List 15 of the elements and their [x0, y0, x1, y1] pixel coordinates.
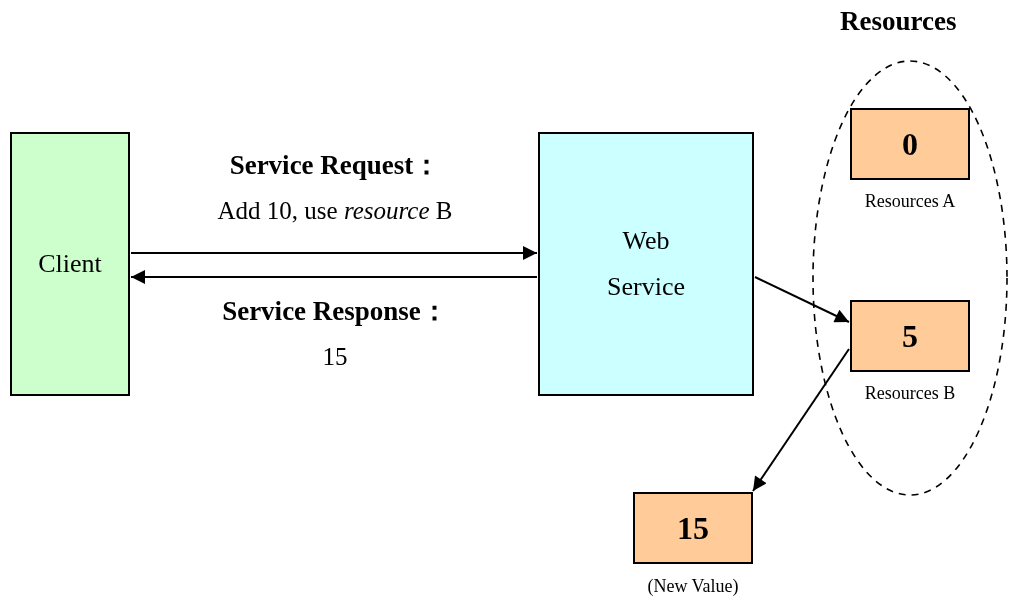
arrow	[754, 276, 850, 323]
value-box: 0	[850, 108, 970, 180]
service-box: Web Service	[538, 132, 754, 396]
node-label: Resources A	[863, 191, 957, 212]
arrow	[752, 348, 850, 492]
node-label: Resources B	[863, 383, 957, 404]
group-title: Resources	[840, 6, 957, 37]
client-box: Client	[10, 132, 130, 396]
node-label: (New Value)	[646, 576, 740, 597]
arrow	[130, 246, 538, 260]
value-box: 5	[850, 300, 970, 372]
arrow	[130, 270, 538, 284]
value-box: 15	[633, 492, 753, 564]
edge-label: Service Request： Add 10, use resource B	[216, 149, 454, 226]
edge-label: Service Response： 15	[221, 295, 449, 372]
